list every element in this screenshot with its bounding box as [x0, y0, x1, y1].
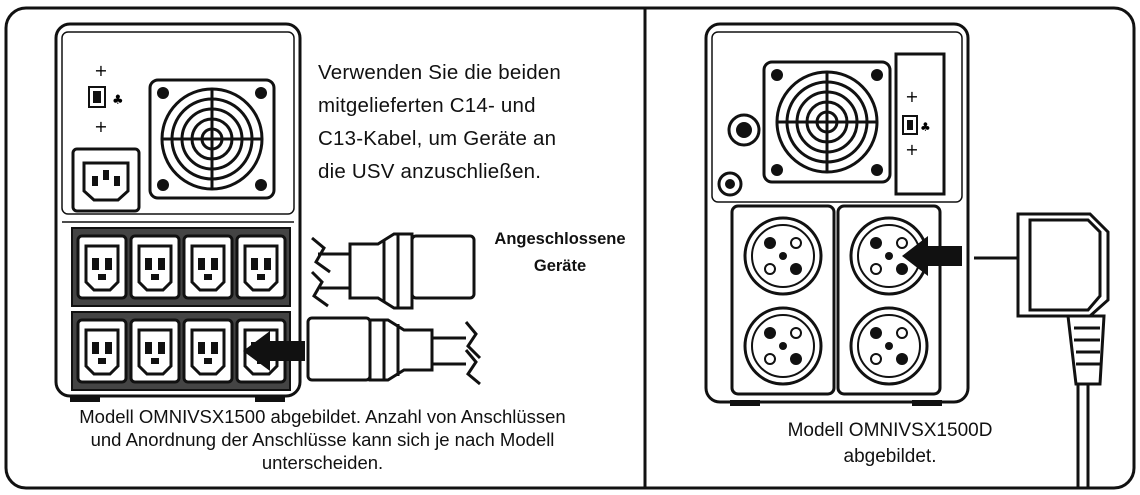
c13-outlet-icon [76, 234, 128, 300]
svg-text:♣: ♣ [112, 93, 124, 108]
circuit-breaker-icon [717, 113, 761, 197]
schuko-outlet-icon [743, 216, 823, 296]
connected-devices-label: Angeschlossene Geräte [494, 230, 626, 275]
c13-outlet-icon [129, 318, 181, 384]
insert-arrow-icon [243, 331, 305, 371]
outer-frame [4, 6, 1136, 490]
c13-outlet-icon [182, 234, 234, 300]
usb-port-icon: + ♣ + [894, 52, 946, 196]
svg-text:+: + [94, 61, 107, 80]
svg-text:+: + [905, 87, 918, 106]
usb-port-icon: + ♣ + [88, 61, 124, 136]
caption-left: Modell OMNIVSX1500 abgebildet. Anzahl vo… [79, 406, 566, 473]
svg-text:+: + [94, 117, 107, 136]
schuko-outlet-icon [849, 306, 929, 386]
instruction-text: Verwenden Sie die beiden mitgelieferten … [318, 61, 562, 183]
c13-outlet-icon [129, 234, 181, 300]
cooling-fan-icon [762, 60, 892, 184]
schuko-plug-icon [974, 212, 1110, 487]
schuko-outlet-icon [849, 216, 929, 296]
c13-outlet-icon [182, 318, 234, 384]
cooling-fan-icon [148, 78, 276, 200]
c13-outlet-icon [235, 234, 287, 300]
schuko-outlet-icon [743, 306, 823, 386]
insert-arrow-icon [902, 236, 962, 276]
iec-power-inlet-icon [71, 147, 141, 213]
svg-text:♣: ♣ [920, 120, 931, 134]
c14-plug-icon [306, 232, 482, 386]
svg-text:+: + [905, 140, 918, 159]
c13-outlet-icon [76, 318, 128, 384]
caption-right: Modell OMNIVSX1500D abgebildet. [787, 420, 993, 467]
